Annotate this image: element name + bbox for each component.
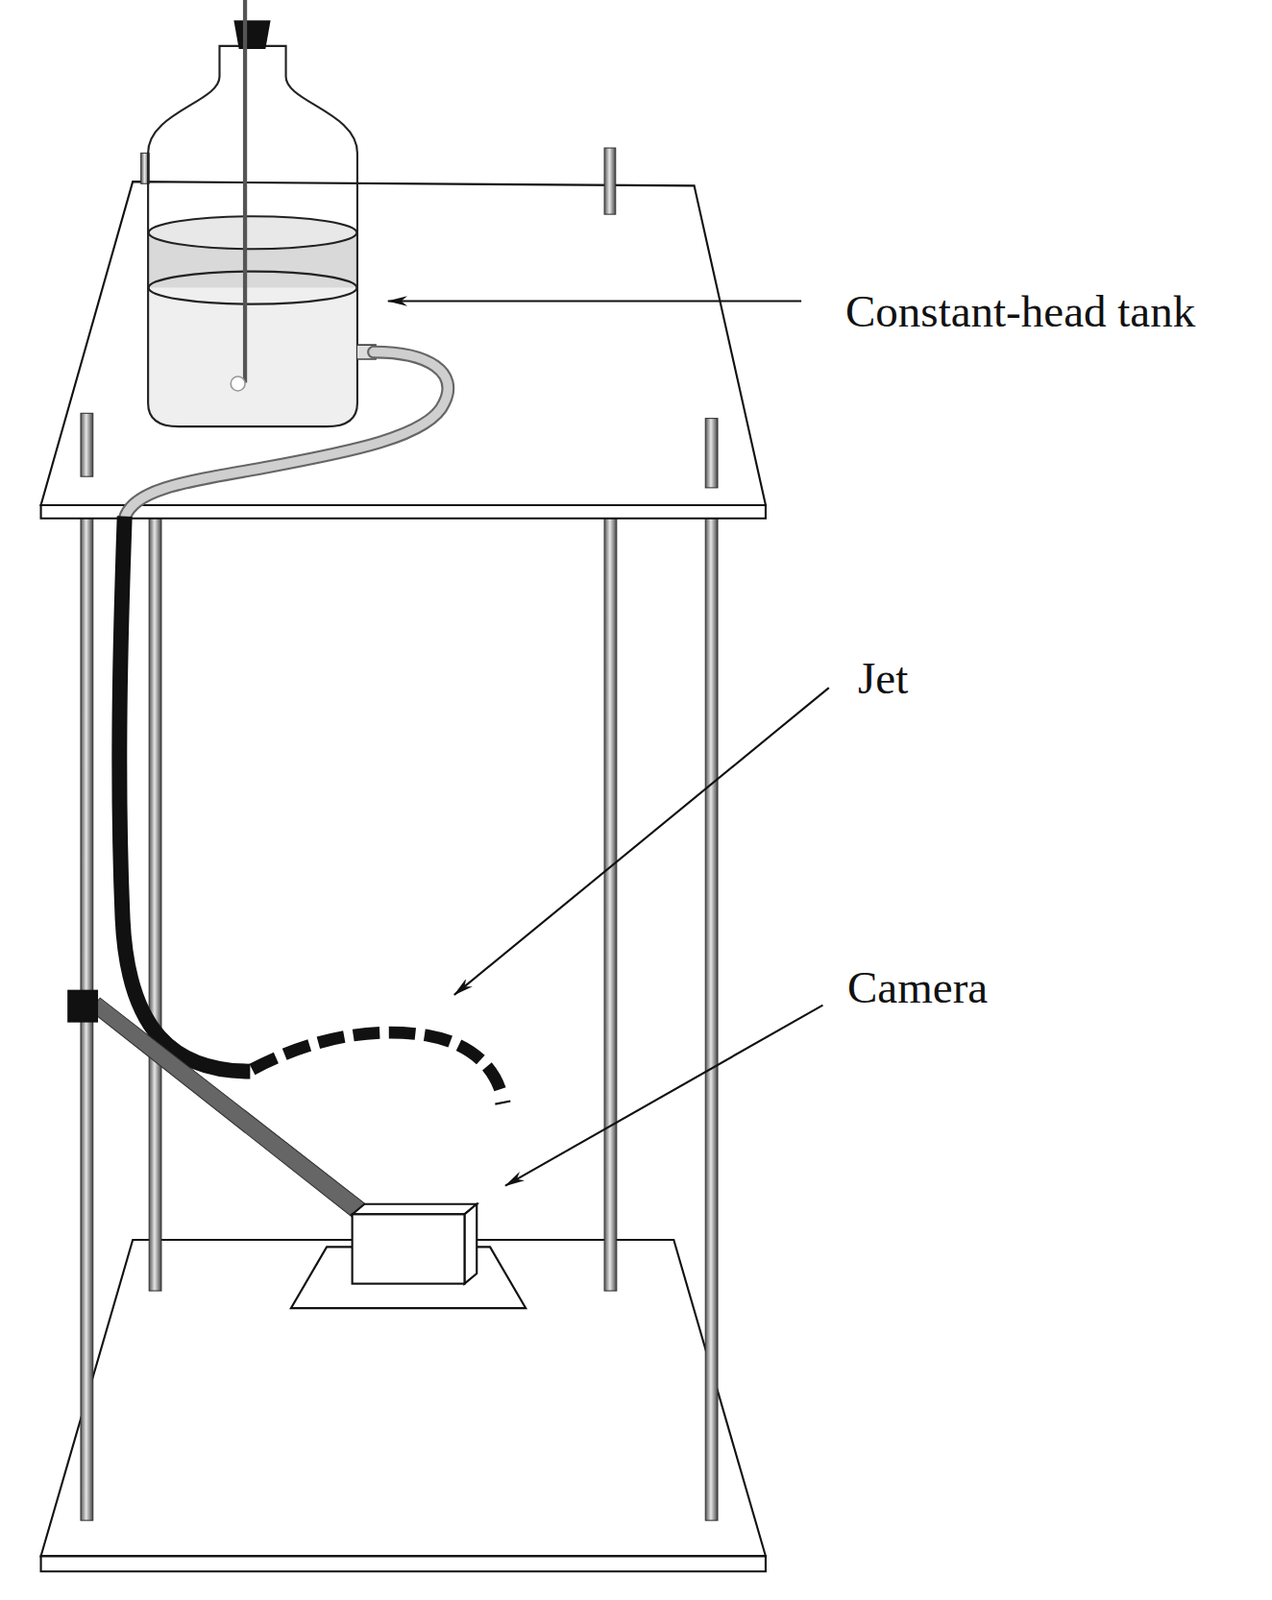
callout-label: Constant-head tank bbox=[845, 284, 1196, 339]
constant-head-tank bbox=[143, 0, 376, 431]
water-jet bbox=[252, 1032, 512, 1104]
camera-arm bbox=[67, 990, 366, 1221]
supply-tube bbox=[119, 352, 448, 1073]
callout-label: Camera bbox=[847, 960, 988, 1015]
leader-arrows bbox=[388, 300, 830, 1186]
support-rods bbox=[80, 515, 718, 1522]
callout-label: Jet bbox=[857, 651, 908, 706]
camera-body bbox=[291, 1204, 526, 1309]
top-plate bbox=[41, 181, 766, 519]
